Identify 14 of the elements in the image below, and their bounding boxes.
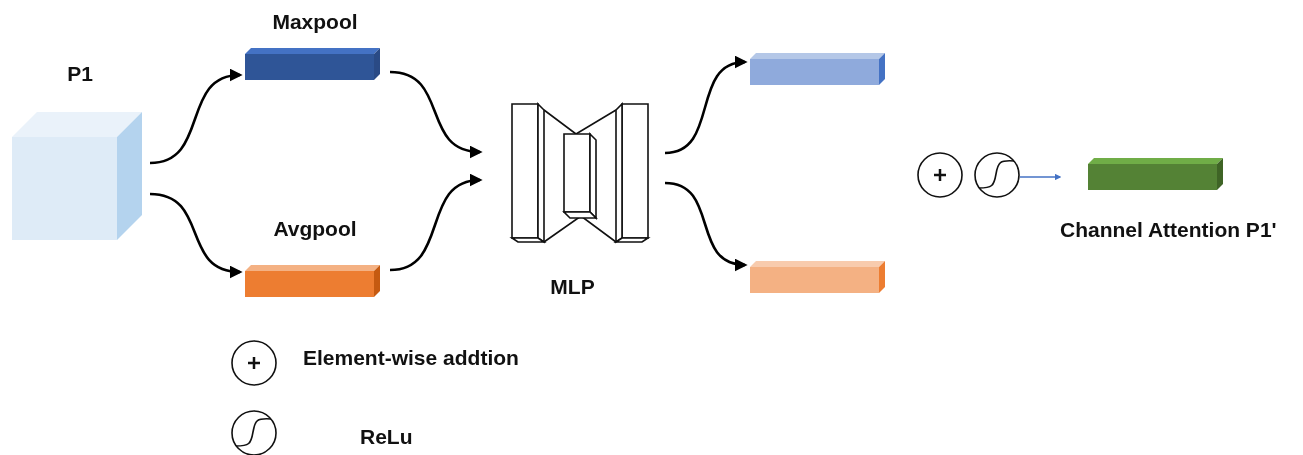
- arrow: [1019, 173, 1062, 181]
- node-label: MLP: [549, 275, 596, 299]
- arrow: [389, 70, 483, 158]
- legend-label: Element-wise addtion: [303, 346, 519, 370]
- legend-label: ReLu: [360, 425, 413, 449]
- node-label: P1: [66, 62, 94, 86]
- arrow: [664, 181, 748, 271]
- arrow: [149, 192, 243, 278]
- node-label: Maxpool: [271, 10, 359, 34]
- arrow: [389, 174, 483, 272]
- arrow: [149, 69, 243, 165]
- node-label: Avgpool: [272, 217, 358, 241]
- node-label: Channel Attention P1': [1060, 218, 1275, 242]
- arrow: [664, 57, 748, 155]
